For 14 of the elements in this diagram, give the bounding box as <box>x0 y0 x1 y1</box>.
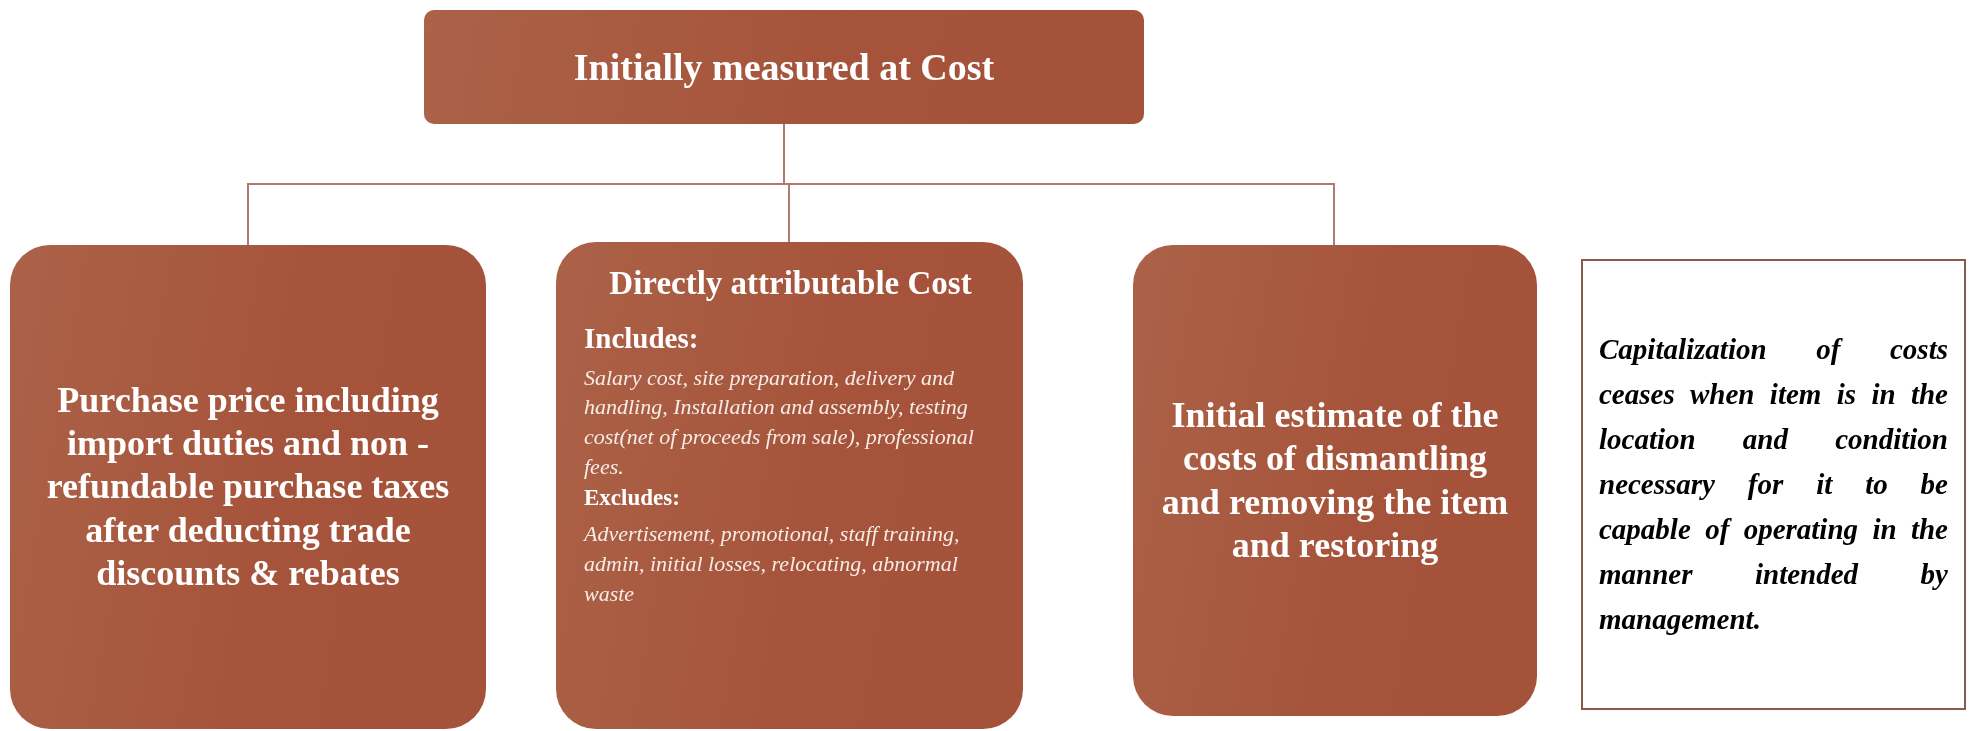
item-list: Salary cost, site preparation, delivery and handling, Installation and assembly, testing cost(net of proceeds from sale), professional fees. <box>584 362 997 482</box>
item-list: Advertisement, promotional, staff training, admin, initial losses, relocating, abnormal waste <box>584 519 997 609</box>
note-text: Capitalization of costs ceases when item is in the location and condition necessary for it to be capable of operating in the manner intended by management. <box>1599 332 1948 637</box>
section-heading: Excludes: <box>584 485 681 512</box>
rounded-box <box>556 242 1023 729</box>
header-box <box>424 10 1144 124</box>
box-title: Directly attributable Cost <box>608 264 973 303</box>
box-text: Purchase price including import duties and non - refundable purchase taxes after deducting trade discounts & rebates <box>45 379 451 595</box>
box-title: Initially measured at Cost <box>573 45 995 89</box>
rounded-box <box>1133 245 1537 716</box>
box-text: Initial estimate of the costs of dismantling and removing the item and restoring <box>1160 394 1510 567</box>
note-box <box>1581 259 1966 710</box>
rounded-box <box>10 245 486 729</box>
section-heading: Includes: <box>584 321 700 355</box>
